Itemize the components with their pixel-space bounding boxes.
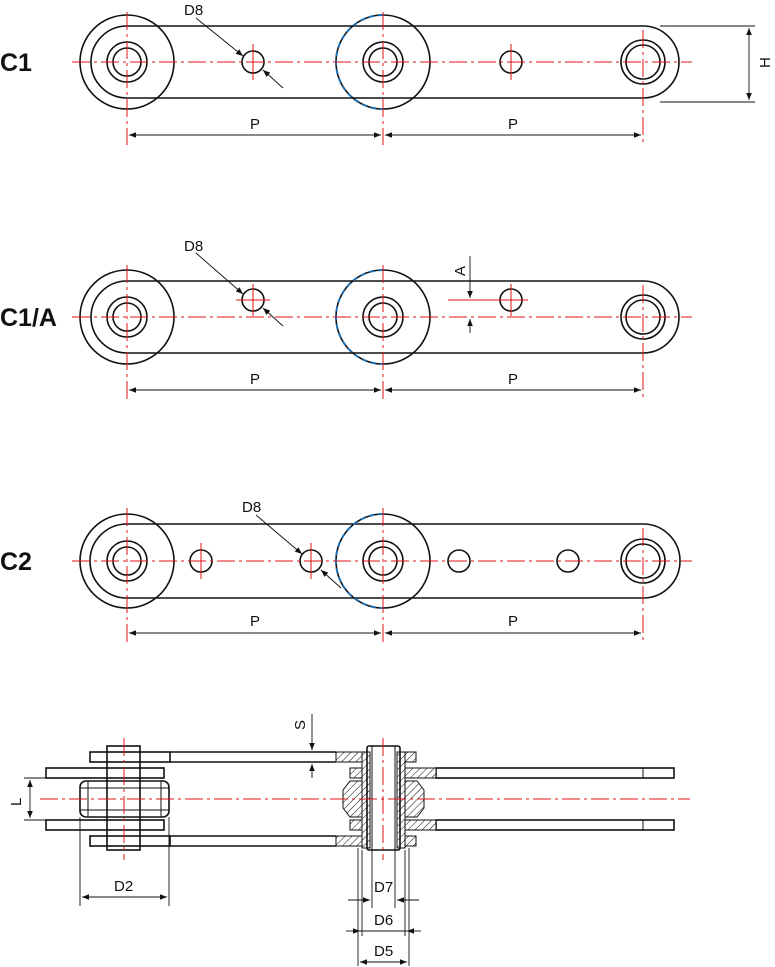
inner-plate-top: [45, 767, 165, 779]
label-h: H: [757, 57, 774, 68]
label-p: P: [508, 613, 518, 630]
label-d8: D8: [184, 238, 203, 255]
label-a: A: [452, 266, 469, 276]
label-l: L: [8, 798, 25, 806]
label-d2: D2: [114, 878, 133, 895]
view-c2: C2 D8 P P: [0, 499, 692, 642]
label-p: P: [250, 371, 260, 388]
bushing-right: [396, 751, 406, 849]
label-d8: D8: [184, 2, 203, 19]
label-d7: D7: [374, 879, 393, 896]
view-c1a: C1/A D8 A P P: [0, 238, 692, 400]
view-c1: C1 D8 H P P: [0, 2, 774, 145]
label-d8: D8: [242, 499, 261, 516]
label-p: P: [250, 613, 260, 630]
bushing-left: [361, 751, 371, 849]
label-p: P: [508, 116, 518, 133]
outer-plate-bottom: [89, 835, 171, 847]
label-s: S: [292, 720, 309, 730]
attachment-hole: [447, 549, 471, 573]
label-d5: D5: [374, 943, 393, 960]
label-p: P: [508, 371, 518, 388]
label-c1a: C1/A: [0, 304, 57, 332]
label-d6: D6: [374, 912, 393, 929]
view-section: S L D2 D7 D6 D5: [8, 714, 690, 966]
outer-plate-top: [89, 751, 171, 763]
label-p: P: [250, 116, 260, 133]
label-c1: C1: [0, 49, 32, 77]
inner-plate-bottom: [45, 819, 165, 831]
label-c2: C2: [0, 548, 32, 576]
